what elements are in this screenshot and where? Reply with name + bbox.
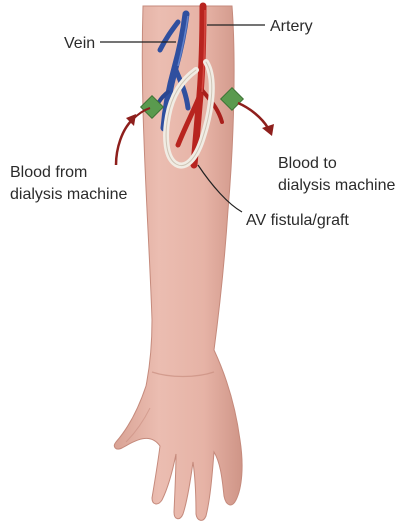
flow-arrow-out bbox=[238, 103, 274, 136]
label-artery: Artery bbox=[270, 18, 313, 35]
label-blood-to-line1: Blood to bbox=[278, 155, 337, 172]
label-blood-from-line1: Blood from bbox=[10, 164, 87, 181]
arm bbox=[114, 6, 242, 520]
label-av-fistula: AV fistula/graft bbox=[246, 212, 349, 229]
label-blood-from-line2: dialysis machine bbox=[10, 186, 127, 203]
forearm bbox=[114, 6, 242, 520]
label-blood-to-line2: dialysis machine bbox=[278, 177, 395, 194]
label-vein: Vein bbox=[64, 35, 95, 52]
